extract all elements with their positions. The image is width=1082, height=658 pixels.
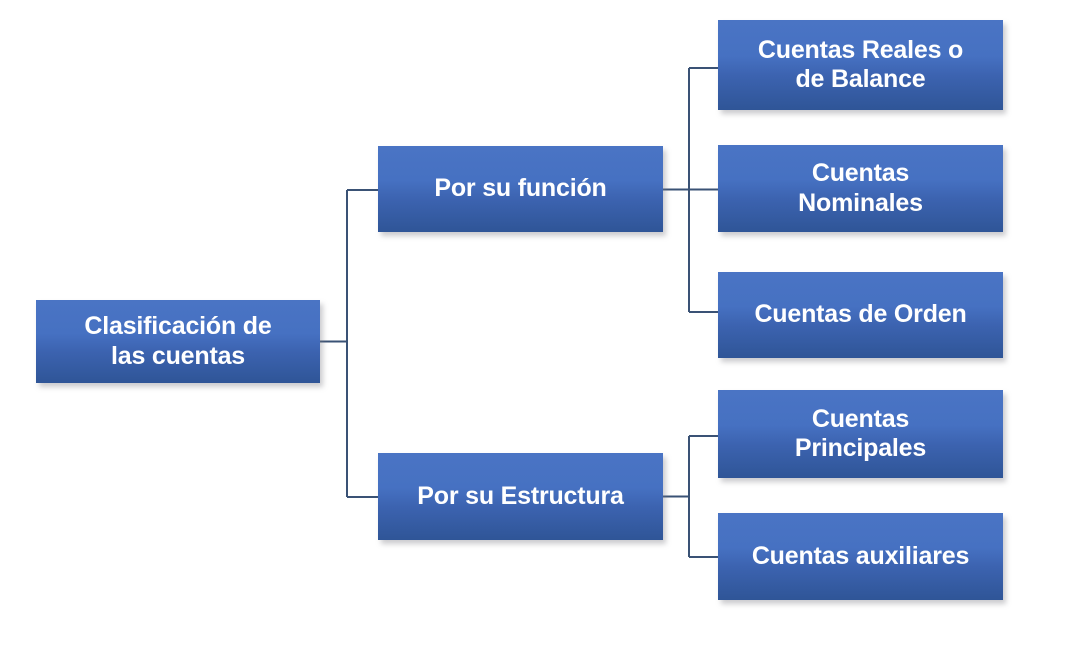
node-cuentas-auxiliares[interactable]: Cuentas auxiliares [718,513,1003,600]
node-cuentas-de-orden[interactable]: Cuentas de Orden [718,272,1003,358]
node-cuentas-principales[interactable]: Cuentas Principales [718,390,1003,478]
node-por-su-funcion[interactable]: Por su función [378,146,663,232]
node-cuentas-nominales[interactable]: Cuentas Nominales [718,145,1003,232]
node-por-su-estructura[interactable]: Por su Estructura [378,453,663,540]
node-clasificacion-de-las-cuentas[interactable]: Clasificación de las cuentas [36,300,320,383]
node-cuentas-reales-o-de-balance[interactable]: Cuentas Reales o de Balance [718,20,1003,110]
